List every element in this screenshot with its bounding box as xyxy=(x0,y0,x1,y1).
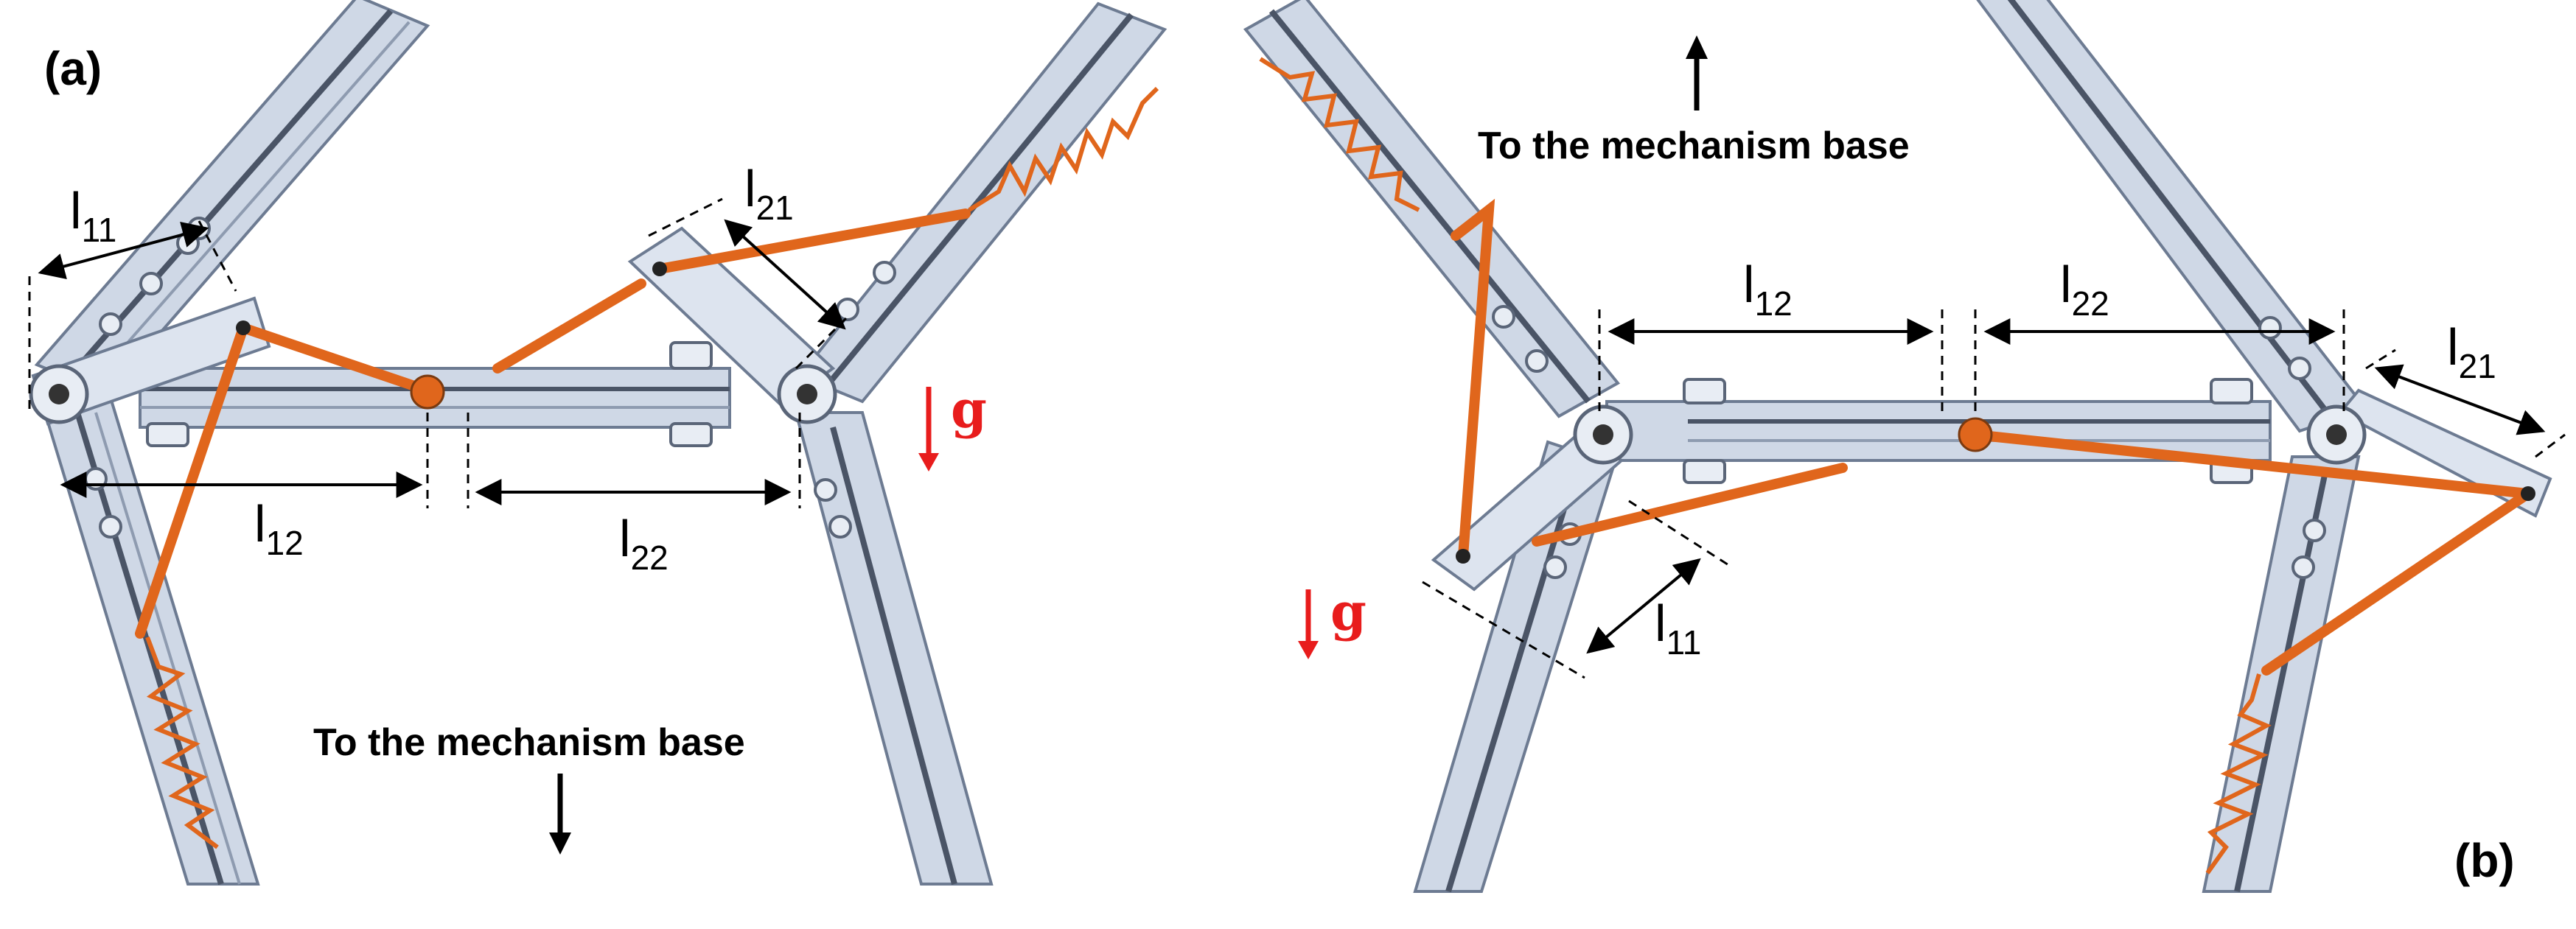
dim-arrows-b xyxy=(1586,318,2546,654)
cables-b xyxy=(1451,198,2533,676)
base-note-a: To the mechanism base xyxy=(313,721,745,764)
spring-a-right xyxy=(968,86,1159,212)
dim-label-b-l11: l11 xyxy=(1655,595,1701,662)
dim-label-b-l12: l12 xyxy=(1743,256,1793,323)
panel-label-b: (b) xyxy=(2454,834,2515,887)
spring-a-left xyxy=(145,636,219,849)
spring-b-left xyxy=(1259,57,1420,212)
base-arrow-head-a xyxy=(549,832,571,855)
base-note-b: To the mechanism base xyxy=(1478,125,1910,167)
gravity-label-b: g xyxy=(1330,581,1366,642)
panel-label-a: (a) xyxy=(44,42,102,95)
pivot-b-left xyxy=(1573,404,1633,465)
cable-anchor-b xyxy=(1958,417,1993,452)
gravity-label-a: g xyxy=(951,379,987,440)
cable-anchor-a xyxy=(410,374,445,410)
dim-label-a-l12: l12 xyxy=(254,495,304,562)
gravity-arrow-head-a xyxy=(918,453,939,471)
spring-b-right xyxy=(2205,673,2272,874)
bolts-b xyxy=(1492,305,2326,579)
pivot-a-left xyxy=(29,364,89,424)
dim-label-b-l22: l22 xyxy=(2060,256,2109,323)
panel-b: l12 l22 l21 l11 g To the mechanism base … xyxy=(1243,0,2566,893)
dim-label-a-l21: l21 xyxy=(744,160,794,227)
dim-lines-a xyxy=(28,197,849,508)
base-arrow-head-b xyxy=(1686,35,1708,59)
dim-label-b-l21: l21 xyxy=(2447,318,2496,385)
pivot-a-right xyxy=(777,364,837,424)
dim-label-a-l11: l11 xyxy=(70,182,116,249)
dim-lines-b xyxy=(1422,309,2566,679)
panel-a: l11 l12 l22 l21 g To the mechanism base … xyxy=(28,0,1167,886)
pivot-b-right xyxy=(2306,404,2367,465)
dim-label-a-l22: l22 xyxy=(619,510,669,577)
gravity-arrow-head-b xyxy=(1298,641,1319,659)
dim-arrows-a xyxy=(38,219,846,505)
rail-b-upper-left xyxy=(1243,0,1621,418)
